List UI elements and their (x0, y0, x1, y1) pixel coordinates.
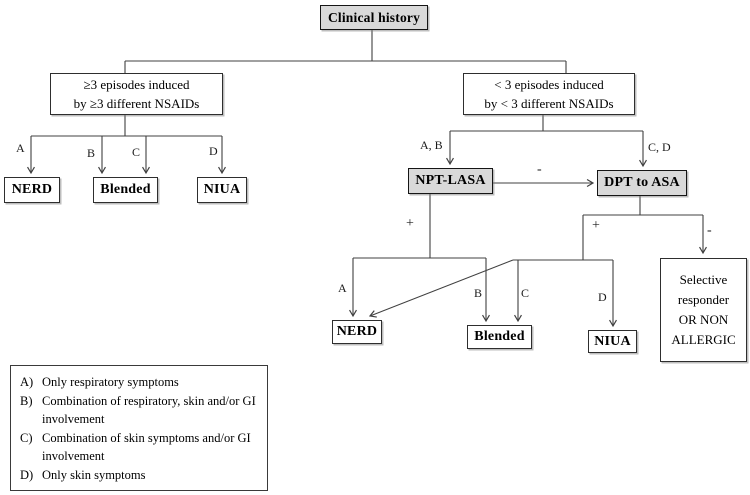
edge-label-left-c: C (132, 145, 141, 159)
node-nerd-right-label: NERD (336, 324, 378, 339)
legend-box: A) Only respiratory symptoms B) Combinat… (10, 365, 268, 491)
node-clinical-history: Clinical history (320, 5, 428, 30)
node-selective-responder: Selective responder OR NON ALLERGIC (660, 258, 747, 362)
legend-text-b: Combination of respiratory, skin and/or … (42, 393, 256, 427)
right-condition-line1: < 3 episodes induced (494, 76, 604, 92)
node-right-condition: < 3 episodes induced by < 3 different NS… (463, 73, 635, 115)
edge-label-npt-plus: + (406, 216, 414, 231)
node-clinical-history-label: Clinical history (327, 9, 421, 25)
node-nerd-left-label: NERD (11, 182, 53, 197)
legend-key-a: A) (20, 375, 34, 389)
selective-line3: OR NON (678, 312, 729, 327)
right-condition-line2: by < 3 different NSAIDs (484, 96, 614, 111)
selective-line2: responder (677, 291, 730, 307)
edge-label-left-d: D (209, 144, 218, 158)
selective-line1: Selective (679, 271, 728, 287)
node-npt-lasa: NPT-LASA (408, 168, 493, 194)
node-nerd-left: NERD (4, 177, 60, 203)
node-left-condition: ≥3 episodes induced by ≥3 different NSAI… (50, 73, 223, 115)
node-niua-left: NIUA (197, 177, 247, 203)
selective-line4: ALLERGIC (671, 332, 736, 348)
node-niua-left-label: NIUA (203, 182, 241, 197)
edge-label-cd: C, D (648, 140, 671, 154)
edge-label-ab: A, B (420, 138, 443, 152)
node-blended-left-label: Blended (100, 182, 151, 197)
edge-label-left-b: B (87, 146, 96, 160)
edge-label-left-a: A (16, 141, 25, 155)
legend-text-a: Only respiratory symptoms (42, 375, 179, 389)
node-dpt-to-asa: DPT to ASA (597, 170, 687, 196)
legend-item-d: D) Only skin symptoms (20, 466, 261, 485)
legend-key-b: B) (20, 393, 33, 408)
edge-label-npt-to-dpt-minus: - (537, 162, 542, 177)
node-blended-right: Blended (467, 325, 532, 349)
node-blended-left: Blended (93, 177, 158, 203)
node-niua-right: NIUA (588, 330, 637, 353)
legend-item-b: B) Combination of respiratory, skin and/… (20, 392, 261, 429)
left-condition-line2: by ≥3 different NSAIDs (73, 96, 200, 111)
edge-label-right-a: A (338, 281, 347, 295)
edge-label-dpt-minus: - (707, 223, 712, 238)
edge-label-right-c: C (521, 286, 530, 300)
legend-key-d: D) (20, 467, 34, 482)
node-blended-right-label: Blended (474, 329, 525, 344)
legend-item-c: C) Combination of skin symptoms and/or G… (20, 429, 261, 466)
left-condition-line1: ≥3 episodes induced (83, 76, 190, 92)
edge-label-right-b: B (474, 286, 483, 300)
legend-item-a: A) Only respiratory symptoms (20, 373, 261, 392)
node-npt-lasa-label: NPT-LASA (415, 173, 486, 188)
node-nerd-right: NERD (332, 320, 382, 344)
legend-text-c: Combination of skin symptoms and/or GI i… (42, 430, 251, 464)
edge-label-dpt-plus: + (592, 218, 600, 233)
node-dpt-to-asa-label: DPT to ASA (604, 175, 680, 190)
legend-text-d: Only skin symptoms (42, 467, 146, 482)
node-niua-right-label: NIUA (594, 333, 631, 349)
legend-key-c: C) (20, 430, 33, 445)
edge-label-right-d: D (598, 290, 607, 304)
